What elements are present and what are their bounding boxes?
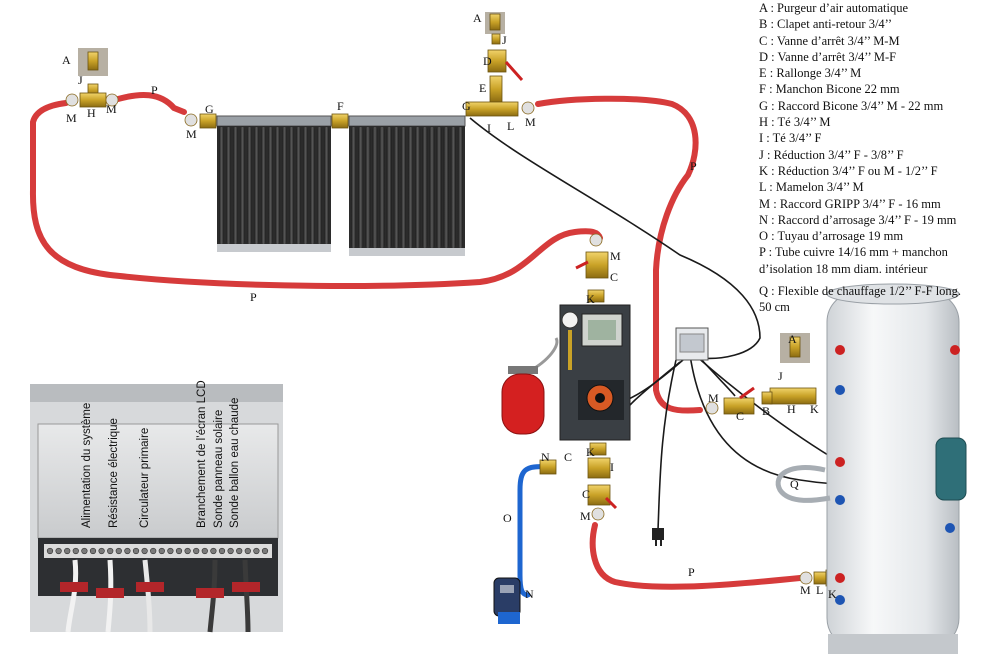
- legend-item-C: C : Vanne d’arrêt 3/4’’ M-M: [759, 33, 900, 48]
- pipe-left-loop: [29, 100, 603, 289]
- label-I-top: I: [487, 121, 491, 135]
- label-K-right: K: [810, 402, 819, 416]
- flexible-hose: [775, 465, 831, 503]
- controller-labels: Alimentation du système Résistance élect…: [81, 380, 241, 528]
- label-B-right: B: [762, 404, 770, 418]
- solar-collector-right: [348, 115, 466, 256]
- label-L-tank: L: [816, 583, 823, 597]
- label-J-top: J: [502, 33, 507, 47]
- label-J-left: J: [78, 73, 83, 87]
- label-H-right: H: [787, 402, 796, 416]
- legend-item-O: O : Tuyau d’arrosage 19 mm: [759, 229, 904, 244]
- legend-item-N: N : Raccord d’arrosage 3/4’’ F - 19 mm: [759, 212, 957, 227]
- pipe-top-left: [115, 92, 187, 115]
- label-A-top: A: [473, 11, 482, 25]
- garden-hose: [517, 464, 551, 598]
- submersible-pump: [493, 577, 521, 624]
- solar-collector-left: [216, 115, 332, 252]
- legend-item-A: A : Purgeur d’air automatique: [759, 1, 909, 15]
- pipe-top-right: [535, 95, 703, 414]
- label-H-left: H: [87, 106, 96, 120]
- label-L-top: L: [507, 119, 514, 133]
- label-K-mid: K: [586, 292, 595, 306]
- legend-item-J: J : Réduction 3/4’’ F - 3/8’’ F: [759, 147, 904, 162]
- legend-item-F: F : Manchon Bicone 22 mm: [759, 82, 900, 97]
- label-A-left: A: [62, 53, 71, 67]
- label-F: F: [337, 99, 344, 113]
- label-P-bottom: P: [688, 565, 695, 579]
- hot-water-tank: [826, 283, 967, 654]
- junction-box: [675, 327, 709, 361]
- label-I-low: I: [610, 460, 614, 474]
- label-C-right: C: [736, 409, 744, 423]
- label-C-mid: C: [610, 270, 618, 284]
- legend-item-G: G : Raccord Bicone 3/4’’ M - 22 mm: [759, 98, 944, 113]
- expansion-vessel: [501, 337, 559, 435]
- label-N-low: N: [525, 587, 534, 601]
- label-P-top-left: P: [151, 83, 158, 97]
- legend-item-D: D : Vanne d’arrêt 3/4’’ M-F: [759, 49, 897, 64]
- pipe-bottom: [589, 522, 803, 590]
- label-O: O: [503, 511, 512, 525]
- label-C-low2: C: [582, 487, 590, 501]
- label-K-low: K: [586, 445, 595, 459]
- legend-item-Q: Q : Flexible de chauffage 1/2’’ F-F long…: [759, 284, 962, 315]
- legend: A : Purgeur d’air automatique B : Clapet…: [759, 0, 999, 316]
- label-alimentation: Alimentation du système: [81, 403, 93, 528]
- legend-item-H: H : Té 3/4’’ M: [759, 115, 831, 130]
- label-P-right: P: [690, 159, 697, 173]
- pump-station: [559, 304, 631, 441]
- copper-pipes: [29, 92, 803, 590]
- label-M-left1: M: [66, 111, 77, 125]
- label-circulateur: Circulateur primaire: [139, 428, 151, 528]
- label-D: D: [483, 54, 492, 68]
- label-J-right: J: [778, 369, 783, 383]
- label-N-top: N: [541, 450, 550, 464]
- controller-photo: [30, 384, 283, 633]
- legend-item-I: I : Té 3/4’’ F: [759, 131, 822, 146]
- legend-item-B: B : Clapet anti-retour 3/4’’: [759, 17, 893, 32]
- label-G-left: G: [205, 102, 214, 116]
- label-M-mid: M: [610, 249, 621, 263]
- legend-item-P: P : Tube cuivre 14/16 mm + manchon d’iso…: [759, 245, 948, 276]
- power-plug: [652, 528, 664, 546]
- label-M-g: M: [186, 127, 197, 141]
- label-Q: Q: [790, 477, 799, 491]
- label-A-right: A: [788, 332, 797, 346]
- label-resistance: Résistance électrique: [108, 418, 120, 528]
- label-sonde-ballon: Sonde ballon eau chaude: [229, 398, 241, 528]
- label-M-right: M: [708, 391, 719, 405]
- label-C-low1: C: [564, 450, 572, 464]
- label-M-low: M: [580, 509, 591, 523]
- label-sonde-panneau: Sonde panneau solaire: [213, 410, 225, 528]
- label-M-left2: M: [106, 102, 117, 116]
- label-G-top: G: [462, 99, 471, 113]
- label-E: E: [479, 81, 486, 95]
- label-K-tank: K: [828, 587, 837, 601]
- label-M-tank: M: [800, 583, 811, 597]
- legend-item-M: M : Raccord GRIPP 3/4’’ F - 16 mm: [759, 196, 941, 211]
- legend-item-L: L : Mamelon 3/4’’ M: [759, 180, 864, 195]
- label-M-top: M: [525, 115, 536, 129]
- legend-item-E: E : Rallonge 3/4’’ M: [759, 66, 862, 81]
- legend-item-K: K : Réduction 3/4’’ F ou M - 1/2’’ F: [759, 163, 938, 178]
- label-ecran-lcd: Branchement de l’écran LCD: [196, 380, 208, 528]
- fittings: [65, 12, 839, 587]
- label-P-left-loop: P: [250, 290, 257, 304]
- component-labels: A J H M M P G M F A J D E G I L M P P M …: [62, 11, 837, 601]
